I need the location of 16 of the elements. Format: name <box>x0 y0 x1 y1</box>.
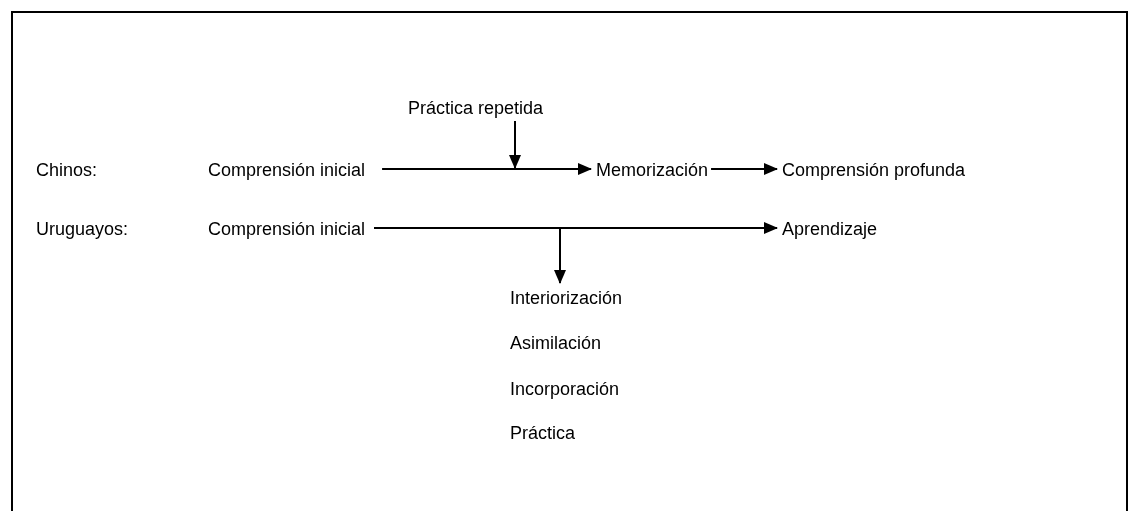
row-label: Uruguayos: <box>36 218 129 240</box>
arrow <box>373 227 566 284</box>
step-text: Comprensión profunda <box>782 159 966 181</box>
step-text: Práctica repetida <box>408 97 544 119</box>
step-text: Memorización <box>596 159 709 181</box>
step-text: Interiorización <box>510 287 623 309</box>
list-item: Práctica <box>510 422 576 444</box>
arrow <box>509 120 521 169</box>
step-text: Comprensión inicial <box>208 218 366 240</box>
step-text: Comprensión inicial <box>208 159 366 181</box>
list-item: Asimilación <box>510 332 602 354</box>
row-label: Chinos: <box>36 159 98 181</box>
arrow <box>381 163 592 175</box>
step-text: Aprendizaje <box>782 218 878 240</box>
list-item: Incorporación <box>510 378 620 400</box>
arrow <box>710 163 778 175</box>
